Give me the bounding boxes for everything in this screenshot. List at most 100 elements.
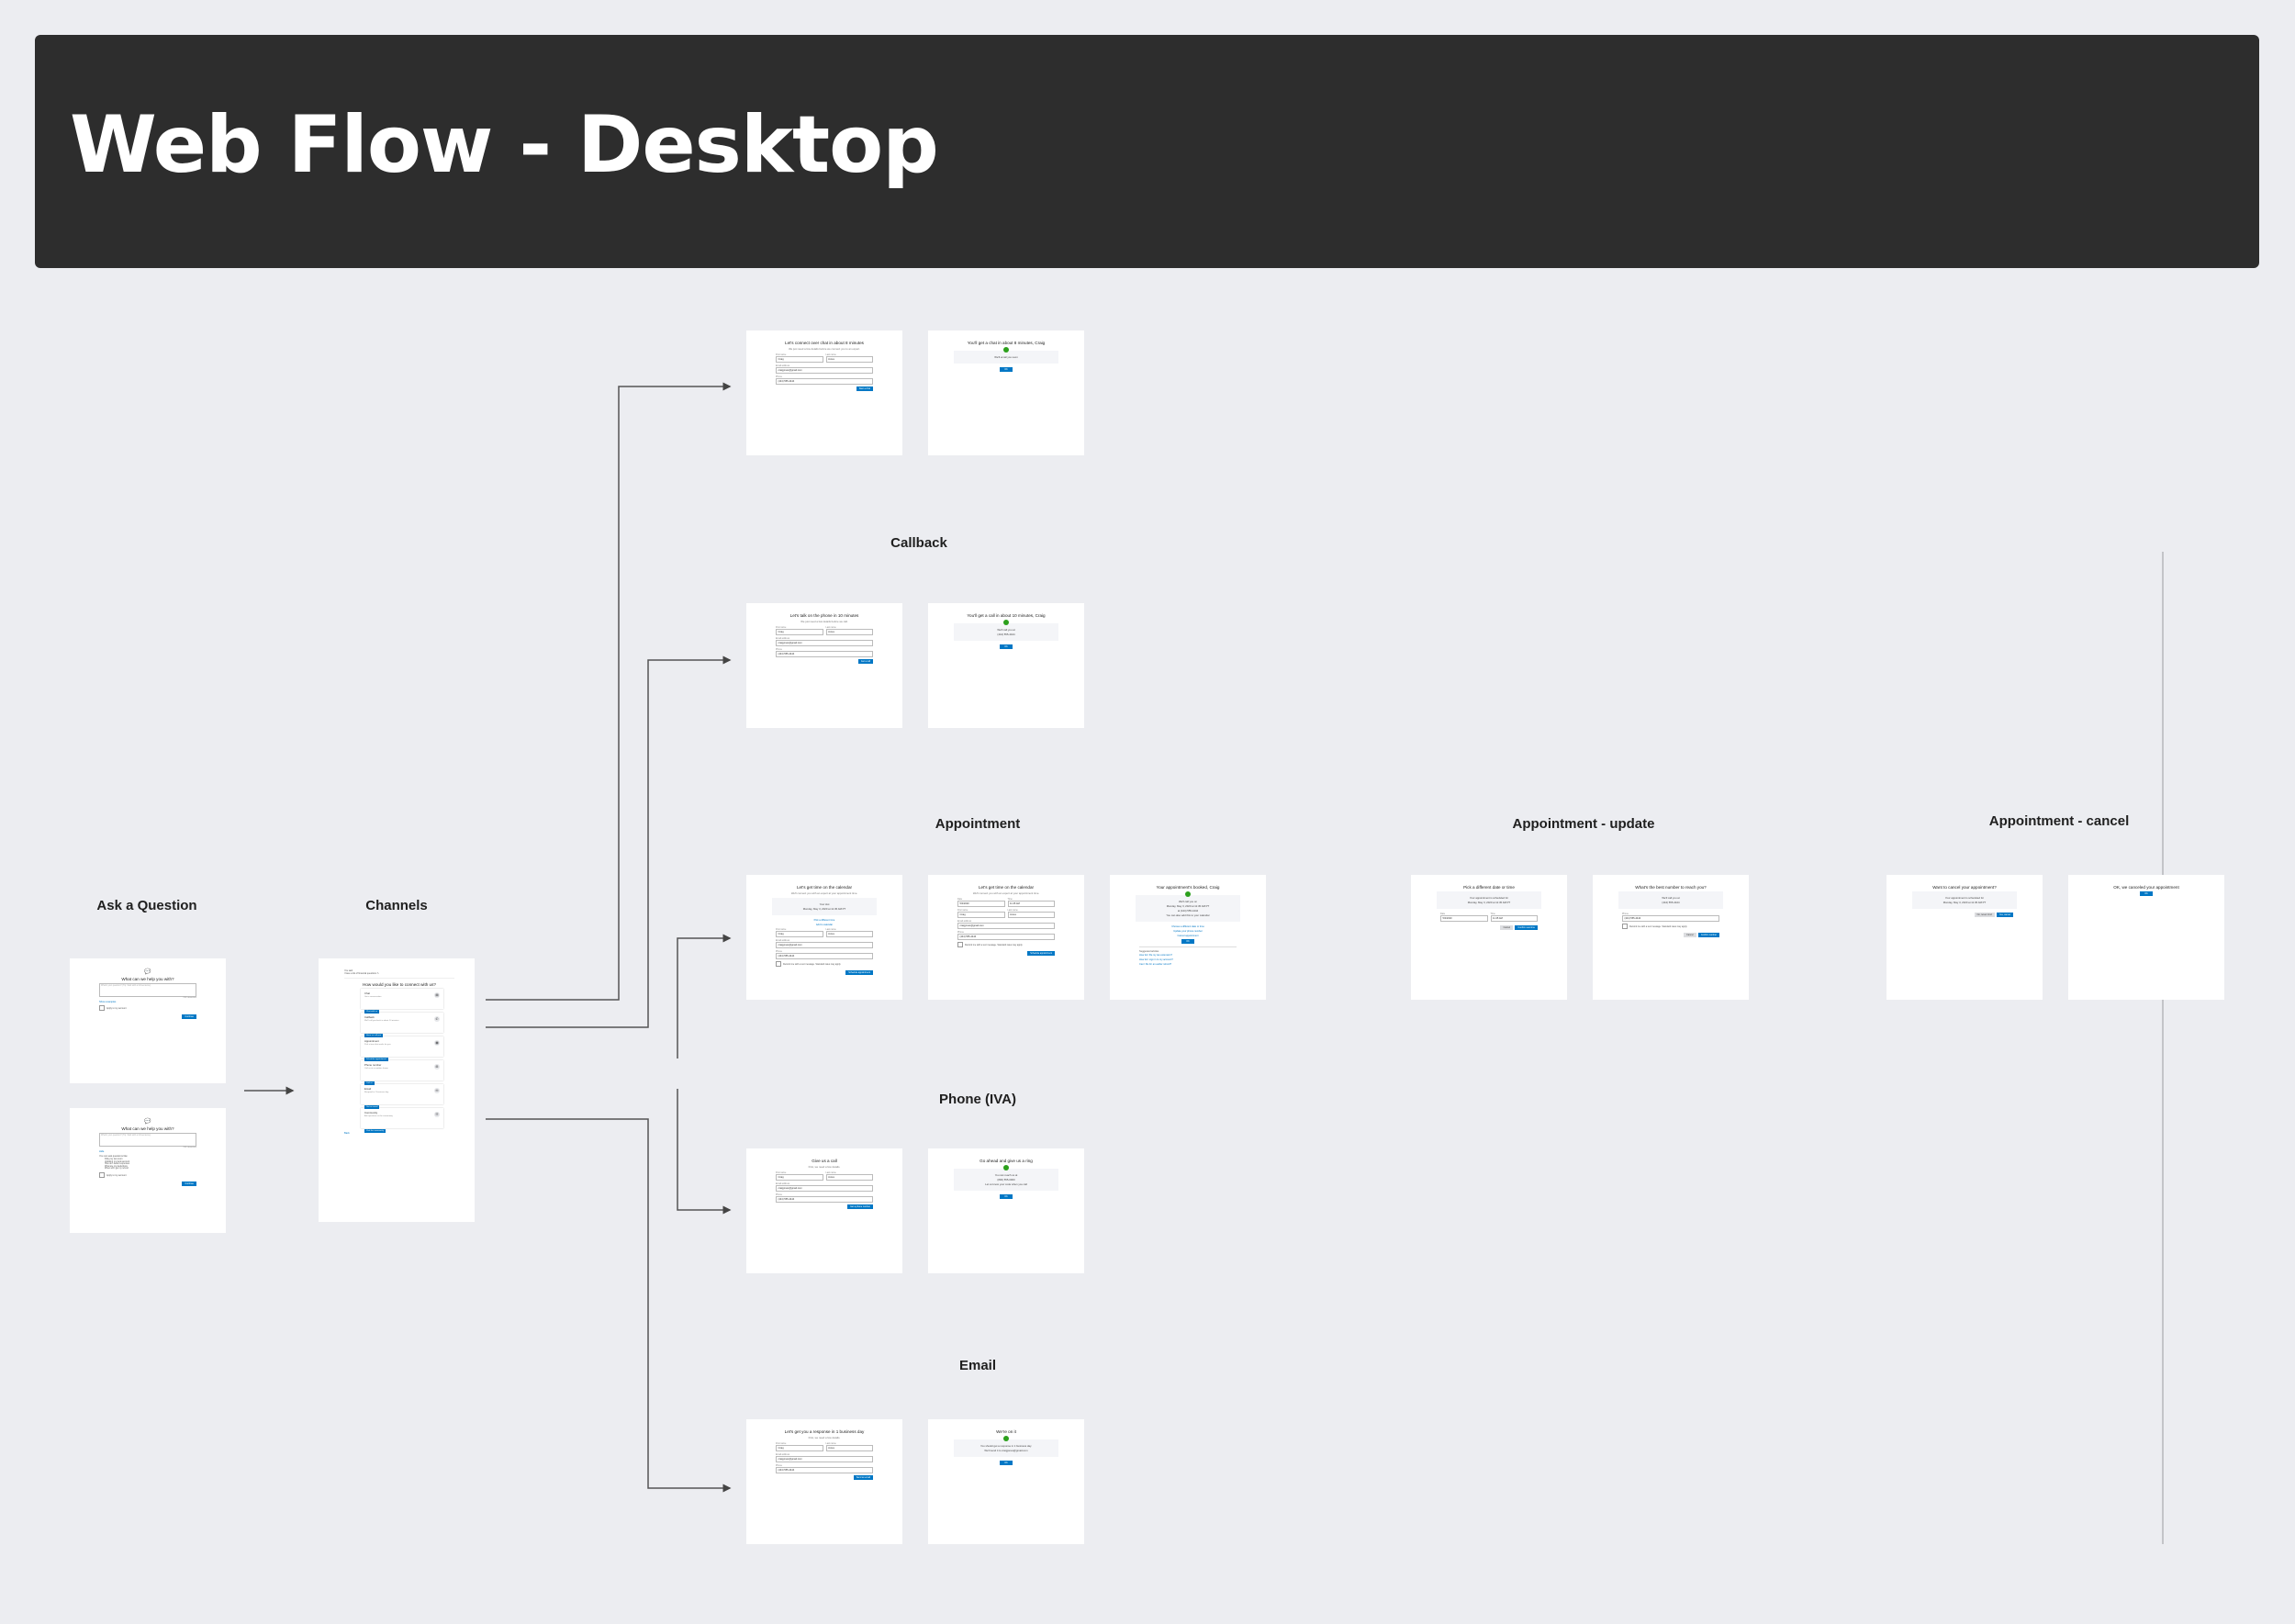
email-address-input[interactable]: craigjones@gmail.com [776, 1185, 873, 1192]
send-an-email-button[interactable]: Send an email [853, 1475, 873, 1480]
checkbox[interactable] [99, 1172, 105, 1179]
channel-button[interactable]: Chat with us [364, 1010, 380, 1014]
channel-button[interactable]: Call us [364, 1081, 375, 1085]
yes-cancel-button[interactable]: Yes, cancel [1996, 913, 2013, 917]
time-input[interactable]: 11:45 AM [1007, 901, 1055, 907]
field-label: Date [957, 898, 963, 901]
field-label: First name [776, 928, 787, 931]
first-name-input[interactable]: Craig [776, 1174, 823, 1181]
screen-title: Pick a different date or time [1463, 885, 1515, 890]
appointment-update-phone-screen: What's the best number to reach you?We'l… [1593, 875, 1749, 1000]
confirm-number-button[interactable]: Confirm number [1697, 933, 1719, 937]
last-name-input[interactable]: Jones [1007, 912, 1055, 918]
field-label: Time [1490, 913, 1495, 915]
last-name-input[interactable]: Jones [825, 629, 873, 635]
edit-icon[interactable]: ✎ [376, 972, 379, 975]
checkbox-option[interactable]: Remind me with a text message. Standard … [776, 961, 873, 967]
channel-button[interactable]: Have us call you [364, 1034, 384, 1037]
start-a-chat-button[interactable]: Start a chat [856, 386, 873, 391]
date-input[interactable]: 5/3/2020 [1440, 915, 1488, 922]
first-name-input[interactable]: Craig [957, 912, 1005, 918]
checkbox[interactable] [99, 1005, 105, 1011]
channel-button[interactable]: Get an email [364, 1105, 380, 1109]
character-count: 255 characters [183, 1147, 196, 1148]
phone-input[interactable]: (444) 555-4444 [776, 953, 873, 959]
phone-input[interactable]: (444) 555-4444 [957, 934, 1055, 940]
phone-input[interactable]: (444) 555-4444 [776, 1196, 873, 1203]
screen-title: What's the best number to reach you? [1635, 885, 1707, 890]
link[interactable]: Cancel appointment [1177, 935, 1199, 937]
confirm-new-time-button[interactable]: Confirm new time [1515, 925, 1538, 930]
channel-button[interactable]: Schedule appointment [364, 1058, 388, 1061]
link[interactable]: Back [344, 1132, 350, 1135]
link[interactable]: Can I file for an earlier refund? [1139, 963, 1172, 966]
checkbox-option[interactable]: Remind me with a text message. Standard … [957, 942, 1055, 947]
first-name-input[interactable]: Craig [776, 629, 823, 635]
link[interactable]: Show examples [99, 1001, 117, 1003]
continue-button[interactable]: Continue [182, 1182, 196, 1187]
ok-button[interactable]: OK [1000, 644, 1013, 649]
screen-title: Let's get time on the calendar [978, 885, 1035, 890]
cancel-button[interactable]: Cancel [1500, 925, 1514, 930]
first-name-input[interactable]: Craig [776, 356, 823, 363]
email-address-input[interactable]: craigjones@gmail.com [957, 923, 1055, 929]
link[interactable]: Choose a different date or time [1171, 925, 1204, 928]
field-label: Date [1440, 913, 1446, 915]
question-input[interactable]: What's your question? (Tip: Start with a… [99, 983, 196, 997]
info-line: Your slot [819, 902, 830, 906]
ok-button[interactable]: OK [2140, 891, 2153, 896]
schedule-appointment-button[interactable]: Schedule appointment [1027, 951, 1055, 956]
ok-button[interactable]: OK [1000, 367, 1013, 372]
link[interactable]: Pick a different time [813, 919, 835, 922]
link[interactable]: Hide [99, 1150, 105, 1153]
checkbox[interactable] [776, 961, 781, 967]
checkbox-label: Remind me with a text message. Standard … [965, 943, 1024, 946]
get-a-call-button[interactable]: Get a call [857, 659, 873, 664]
channel-button[interactable]: Visit the community [364, 1129, 386, 1133]
checkbox[interactable] [957, 942, 963, 947]
date-input[interactable]: 5/3/2020 [957, 901, 1005, 907]
link[interactable]: Add to calendar [815, 924, 834, 926]
phone-input[interactable]: (444) 555-4444 [1622, 915, 1719, 922]
last-name-input[interactable]: Jones [825, 931, 873, 937]
checkbox-option[interactable]: Apply to my account [99, 1005, 196, 1011]
first-name-input[interactable]: Craig [776, 1445, 823, 1451]
ok-button[interactable]: OK [1181, 939, 1194, 944]
first-name-input[interactable]: Craig [776, 931, 823, 937]
schedule-appointment-button[interactable]: Schedule appointment [845, 970, 873, 975]
phone-input[interactable]: (444) 555-4444 [776, 378, 873, 385]
time-input[interactable]: 11:45 AM [1490, 915, 1538, 922]
continue-button[interactable]: Continue [182, 1014, 196, 1019]
get-a-phone-number-button[interactable]: Get a phone number [847, 1204, 873, 1209]
last-name-input[interactable]: Jones [825, 1445, 873, 1451]
link[interactable]: How do I sign in to my account? [1139, 958, 1173, 961]
link[interactable]: How do I file my tax extension? [1139, 954, 1172, 957]
email-address-input[interactable]: craigjones@gmail.com [776, 640, 873, 646]
email-address-input[interactable]: craigjones@gmail.com [776, 367, 873, 374]
checkbox[interactable] [1622, 924, 1628, 929]
question-input[interactable]: What's your question? (Tip: Start with a… [99, 1133, 196, 1147]
ok-button[interactable]: OK [1000, 1461, 1013, 1465]
checkbox-option[interactable]: Apply to my account [99, 1172, 196, 1179]
email-address-input[interactable]: craigjones@gmail.com [776, 942, 873, 948]
email-address-input[interactable]: craigjones@gmail.com [776, 1456, 873, 1462]
link[interactable]: Update your phone number [1173, 930, 1203, 933]
no-never-mind-button[interactable]: No, never mind [1974, 913, 1995, 917]
phone-input[interactable]: (444) 555-4444 [776, 651, 873, 657]
ok-button[interactable]: OK [1000, 1194, 1013, 1199]
phone-input[interactable]: (444) 555-4444 [776, 1467, 873, 1473]
checkbox-option[interactable]: Remind me with a text message. Standard … [1622, 924, 1719, 929]
cancel-button[interactable]: Cancel [1683, 933, 1696, 937]
last-name-input[interactable]: Jones [825, 356, 873, 363]
last-name-input[interactable]: Jones [825, 1174, 873, 1181]
